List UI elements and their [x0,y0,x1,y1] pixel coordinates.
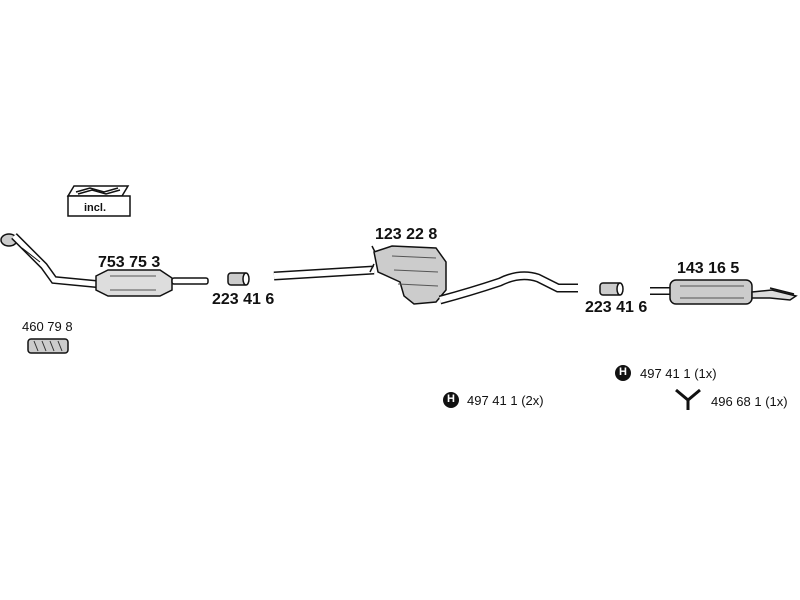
rubber-mount-1x-label[interactable]: 497 41 1 (1x) [640,366,717,381]
catalytic-converter-part[interactable] [0,233,209,297]
clamp-right-part[interactable] [599,282,624,296]
mounting-sleeve-number[interactable]: 460 79 8 [22,319,73,334]
mounting-sleeve-part[interactable] [27,338,69,354]
rubber-mount-symbol-2x: H [447,393,455,405]
rubber-mount-2x-label[interactable]: 497 41 1 (2x) [467,393,544,408]
clamp-left-part[interactable] [227,272,250,286]
kit-box-icon [66,185,131,217]
middle-silencer-part[interactable] [273,245,578,305]
rubber-mount-icon-2x [443,392,459,408]
catalytic-converter-number[interactable]: 753 75 3 [98,254,161,271]
hanger-icon [675,388,701,410]
hanger-label[interactable]: 496 68 1 (1x) [711,394,788,409]
rear-silencer-part[interactable] [650,279,798,305]
middle-silencer-number[interactable]: 123 22 8 [375,226,438,243]
rubber-mount-icon-1x [615,365,631,381]
clamp-left-number[interactable]: 223 41 6 [212,291,275,308]
rubber-mount-symbol-1x: H [619,366,627,378]
kit-box-label: incl. [84,202,107,214]
rear-silencer-number[interactable]: 143 16 5 [677,260,740,277]
clamp-right-number[interactable]: 223 41 6 [585,299,648,316]
